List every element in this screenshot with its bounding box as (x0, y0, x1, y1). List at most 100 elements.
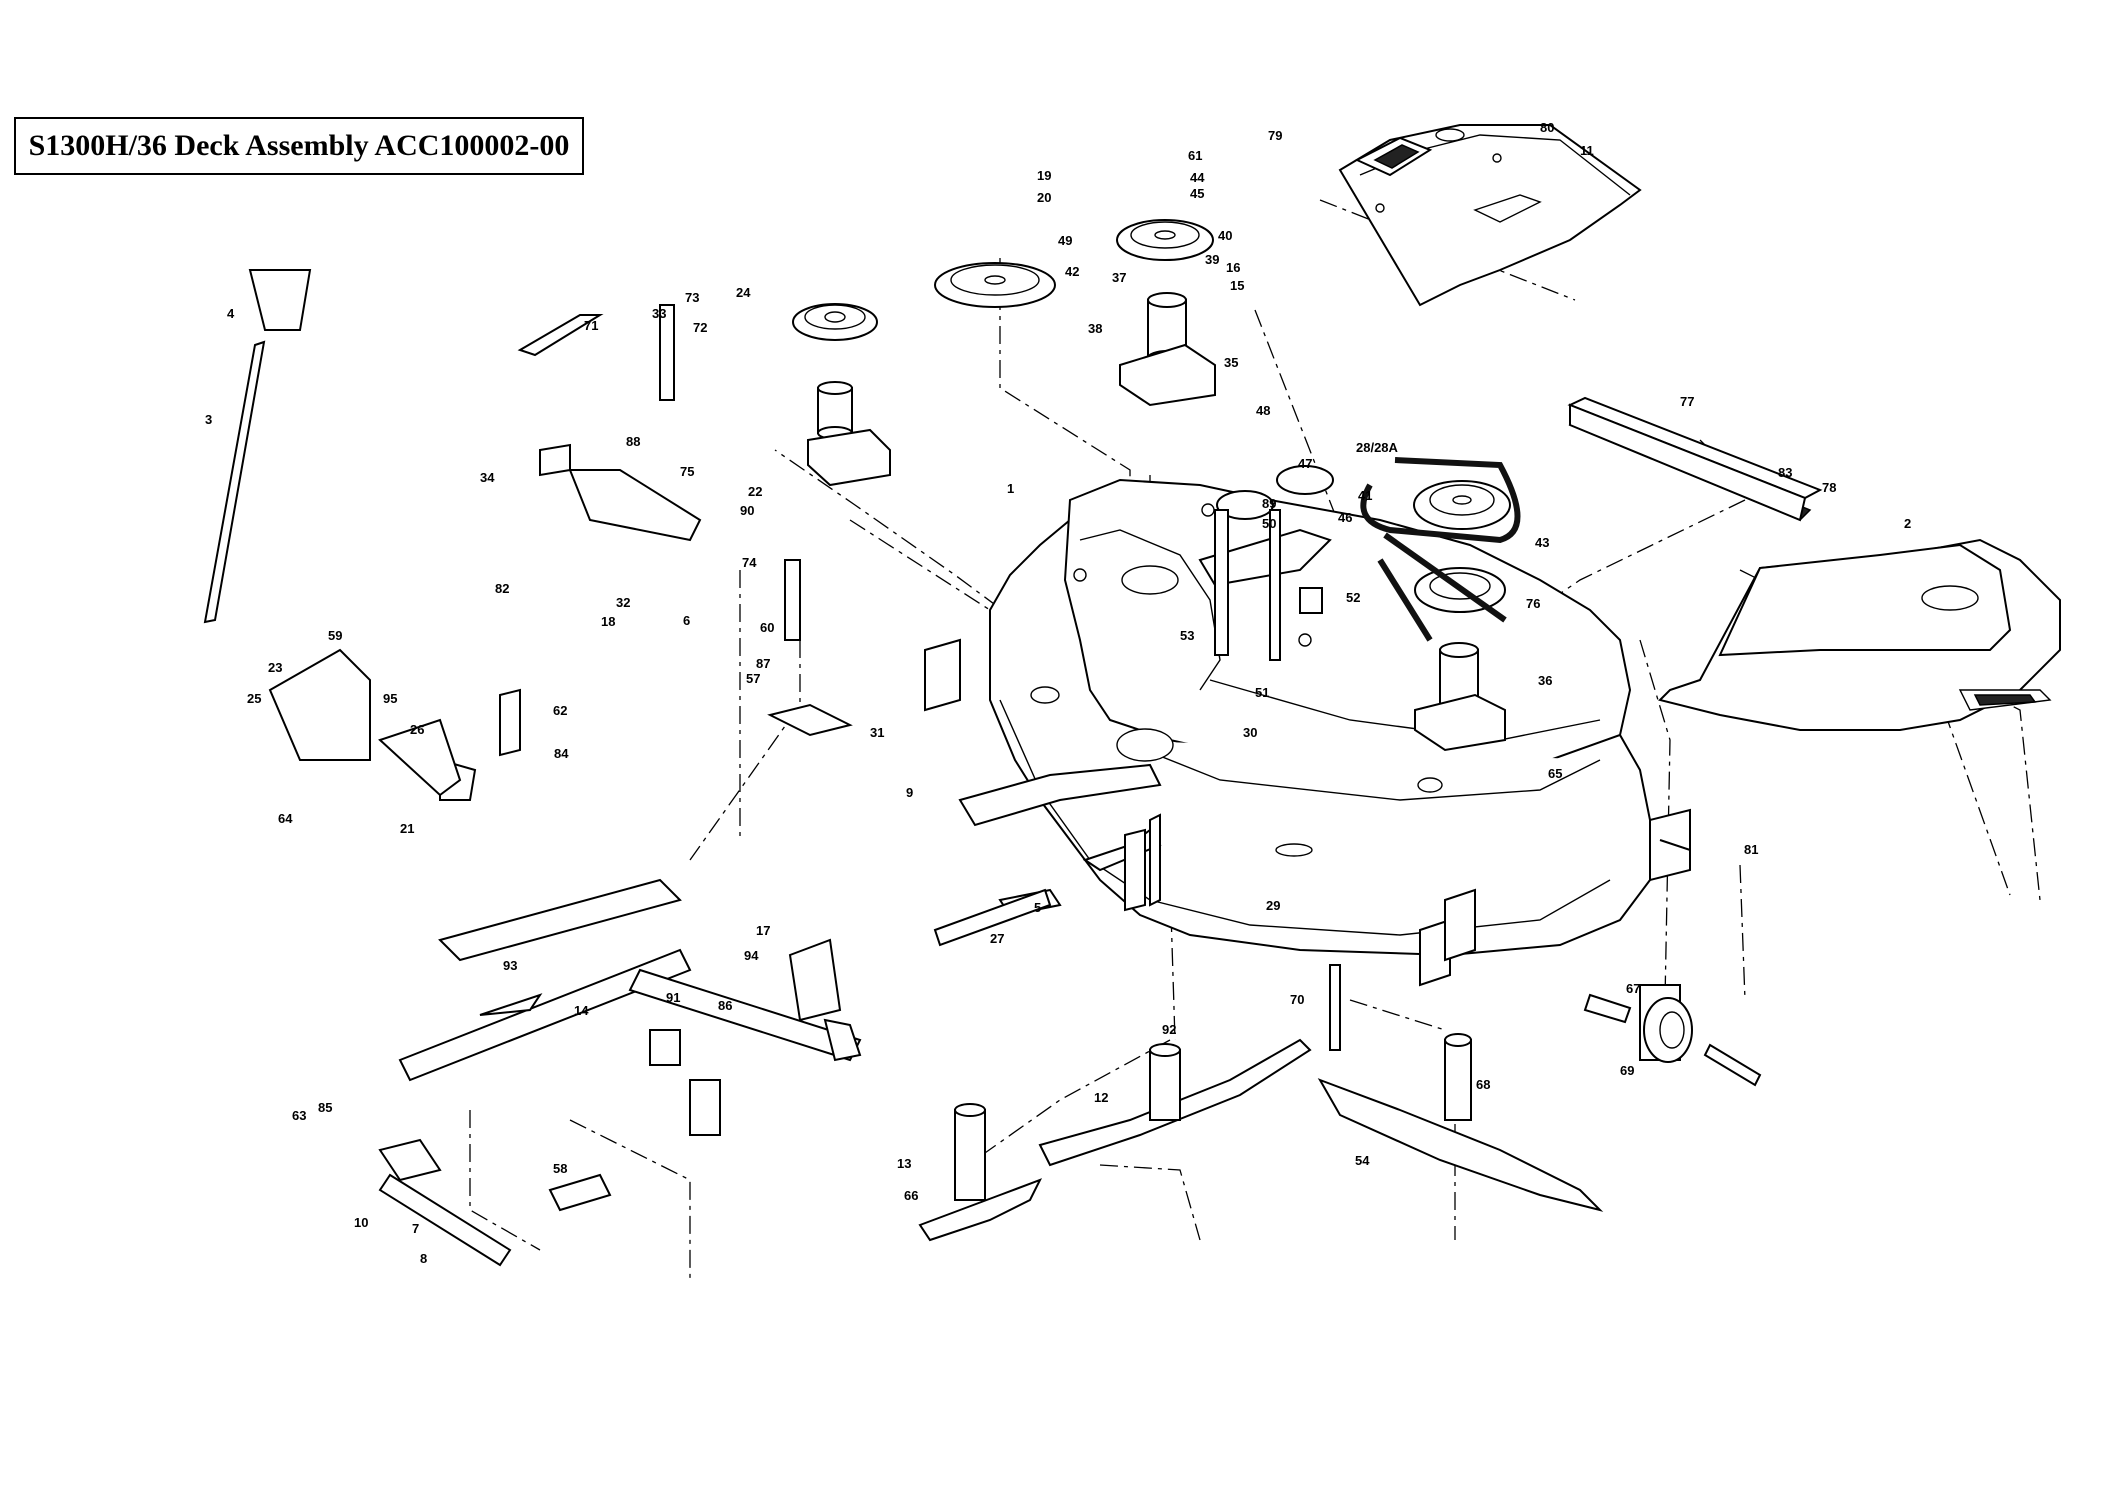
callout-label: 27 (990, 931, 1004, 946)
callout-label: 33 (652, 306, 666, 321)
callout-label: 63 (292, 1108, 306, 1123)
callout-label: 20 (1037, 190, 1051, 205)
callout-label: 7 (412, 1221, 419, 1236)
callout-label: 1 (1007, 481, 1014, 496)
callout-label: 86 (718, 998, 732, 1013)
callout-label: 82 (495, 581, 509, 596)
callout-label: 67 (1626, 981, 1640, 996)
callout-label: 48 (1256, 403, 1270, 418)
callout-label: 83 (1778, 465, 1792, 480)
callout-label: 36 (1538, 673, 1552, 688)
callout-label: 31 (870, 725, 884, 740)
callout-label: 12 (1094, 1090, 1108, 1105)
callout-label: 62 (553, 703, 567, 718)
callout-label: 70 (1290, 992, 1304, 1007)
callout-label: 77 (1680, 394, 1694, 409)
right-belt-shield (1658, 538, 2061, 731)
callout-label: 38 (1088, 321, 1102, 336)
diagram-title-box: S1300H/36 Deck Assembly ACC100002-00 (14, 117, 584, 175)
mower-blades (918, 993, 1762, 1242)
callout-label: 74 (742, 555, 757, 570)
callout-label: 92 (1162, 1022, 1176, 1037)
callout-label: 68 (1476, 1077, 1490, 1092)
callout-label: 3 (205, 412, 212, 427)
callout-label: 79 (1268, 128, 1282, 143)
callout-label: 87 (756, 656, 770, 671)
callout-label: 42 (1065, 264, 1079, 279)
callout-label: 22 (748, 484, 762, 499)
callout-label: 58 (553, 1161, 567, 1176)
callout-label: 25 (247, 691, 261, 706)
callout-label: 59 (328, 628, 342, 643)
callout-label: 76 (1526, 596, 1540, 611)
callout-label: 95 (383, 691, 397, 706)
callout-label: 65 (1548, 766, 1562, 781)
callout-label: 57 (746, 671, 760, 686)
callout-label: 16 (1226, 260, 1240, 275)
callout-label: 35 (1224, 355, 1238, 370)
callout-label: 17 (756, 923, 770, 938)
callout-label: 34 (480, 470, 495, 485)
callout-label: 60 (760, 620, 774, 635)
callout-label: 80 (1540, 120, 1554, 135)
callout-label: 5 (1034, 900, 1041, 915)
callout-label: 81 (1744, 842, 1758, 857)
callout-label: 85 (318, 1100, 332, 1115)
callout-label: 94 (744, 948, 759, 963)
callout-label: 29 (1266, 898, 1280, 913)
callout-label: 18 (601, 614, 615, 629)
callout-label: 37 (1112, 270, 1126, 285)
callout-label: 45 (1190, 186, 1204, 201)
discharge-baffle (1567, 396, 1823, 522)
callout-label: 4 (227, 306, 235, 321)
callout-label: 51 (1255, 685, 1269, 700)
callout-label: 53 (1180, 628, 1194, 643)
callout-label: 89 (1262, 496, 1276, 511)
callout-labels: 79 80 11 61 44 45 40 39 37 16 15 38 35 1… (205, 120, 1911, 1266)
callout-label: 9 (906, 785, 913, 800)
callout-label: 41 (1358, 488, 1372, 503)
callout-label: 75 (680, 464, 694, 479)
callout-label: 54 (1355, 1153, 1370, 1168)
callout-label: 66 (904, 1188, 918, 1203)
callout-label: 49 (1058, 233, 1072, 248)
callout-label: 11 (1580, 143, 1594, 158)
callout-label: 6 (683, 613, 690, 628)
callout-label: 30 (1243, 725, 1257, 740)
diagram-title: S1300H/36 Deck Assembly ACC100002-00 (28, 129, 570, 162)
callout-label: 78 (1822, 480, 1836, 495)
callout-label: 40 (1218, 228, 1232, 243)
callout-label: 71 (584, 318, 598, 333)
callout-label: 52 (1346, 590, 1360, 605)
callout-label: 24 (736, 285, 751, 300)
callout-label: 47 (1298, 456, 1312, 471)
callout-label: 10 (354, 1215, 368, 1230)
hardware-stacks (203, 269, 1681, 1267)
callout-label: 88 (626, 434, 640, 449)
spindle-pulleys (792, 219, 1521, 752)
callout-label: 14 (574, 1003, 589, 1018)
callout-label: 61 (1188, 148, 1202, 163)
callout-label: 50 (1262, 516, 1276, 531)
callout-label: 28/28A (1356, 440, 1399, 455)
top-belt-shield (1338, 124, 1642, 307)
callout-label: 13 (897, 1156, 911, 1171)
callout-label: 15 (1230, 278, 1244, 293)
callout-label: 73 (685, 290, 699, 305)
callout-label: 21 (400, 821, 414, 836)
callout-label: 44 (1190, 170, 1205, 185)
callout-label: 90 (740, 503, 754, 518)
callout-label: 19 (1037, 168, 1051, 183)
callout-label: 26 (410, 722, 424, 737)
callout-label: 8 (420, 1251, 427, 1266)
callout-label: 39 (1205, 252, 1219, 267)
callout-label: 93 (503, 958, 517, 973)
callout-label: 46 (1338, 510, 1352, 525)
callout-label: 91 (666, 990, 680, 1005)
callout-label: 64 (278, 811, 293, 826)
callout-label: 2 (1904, 516, 1911, 531)
callout-label: 84 (554, 746, 569, 761)
mower-deck-housing (924, 478, 1691, 987)
